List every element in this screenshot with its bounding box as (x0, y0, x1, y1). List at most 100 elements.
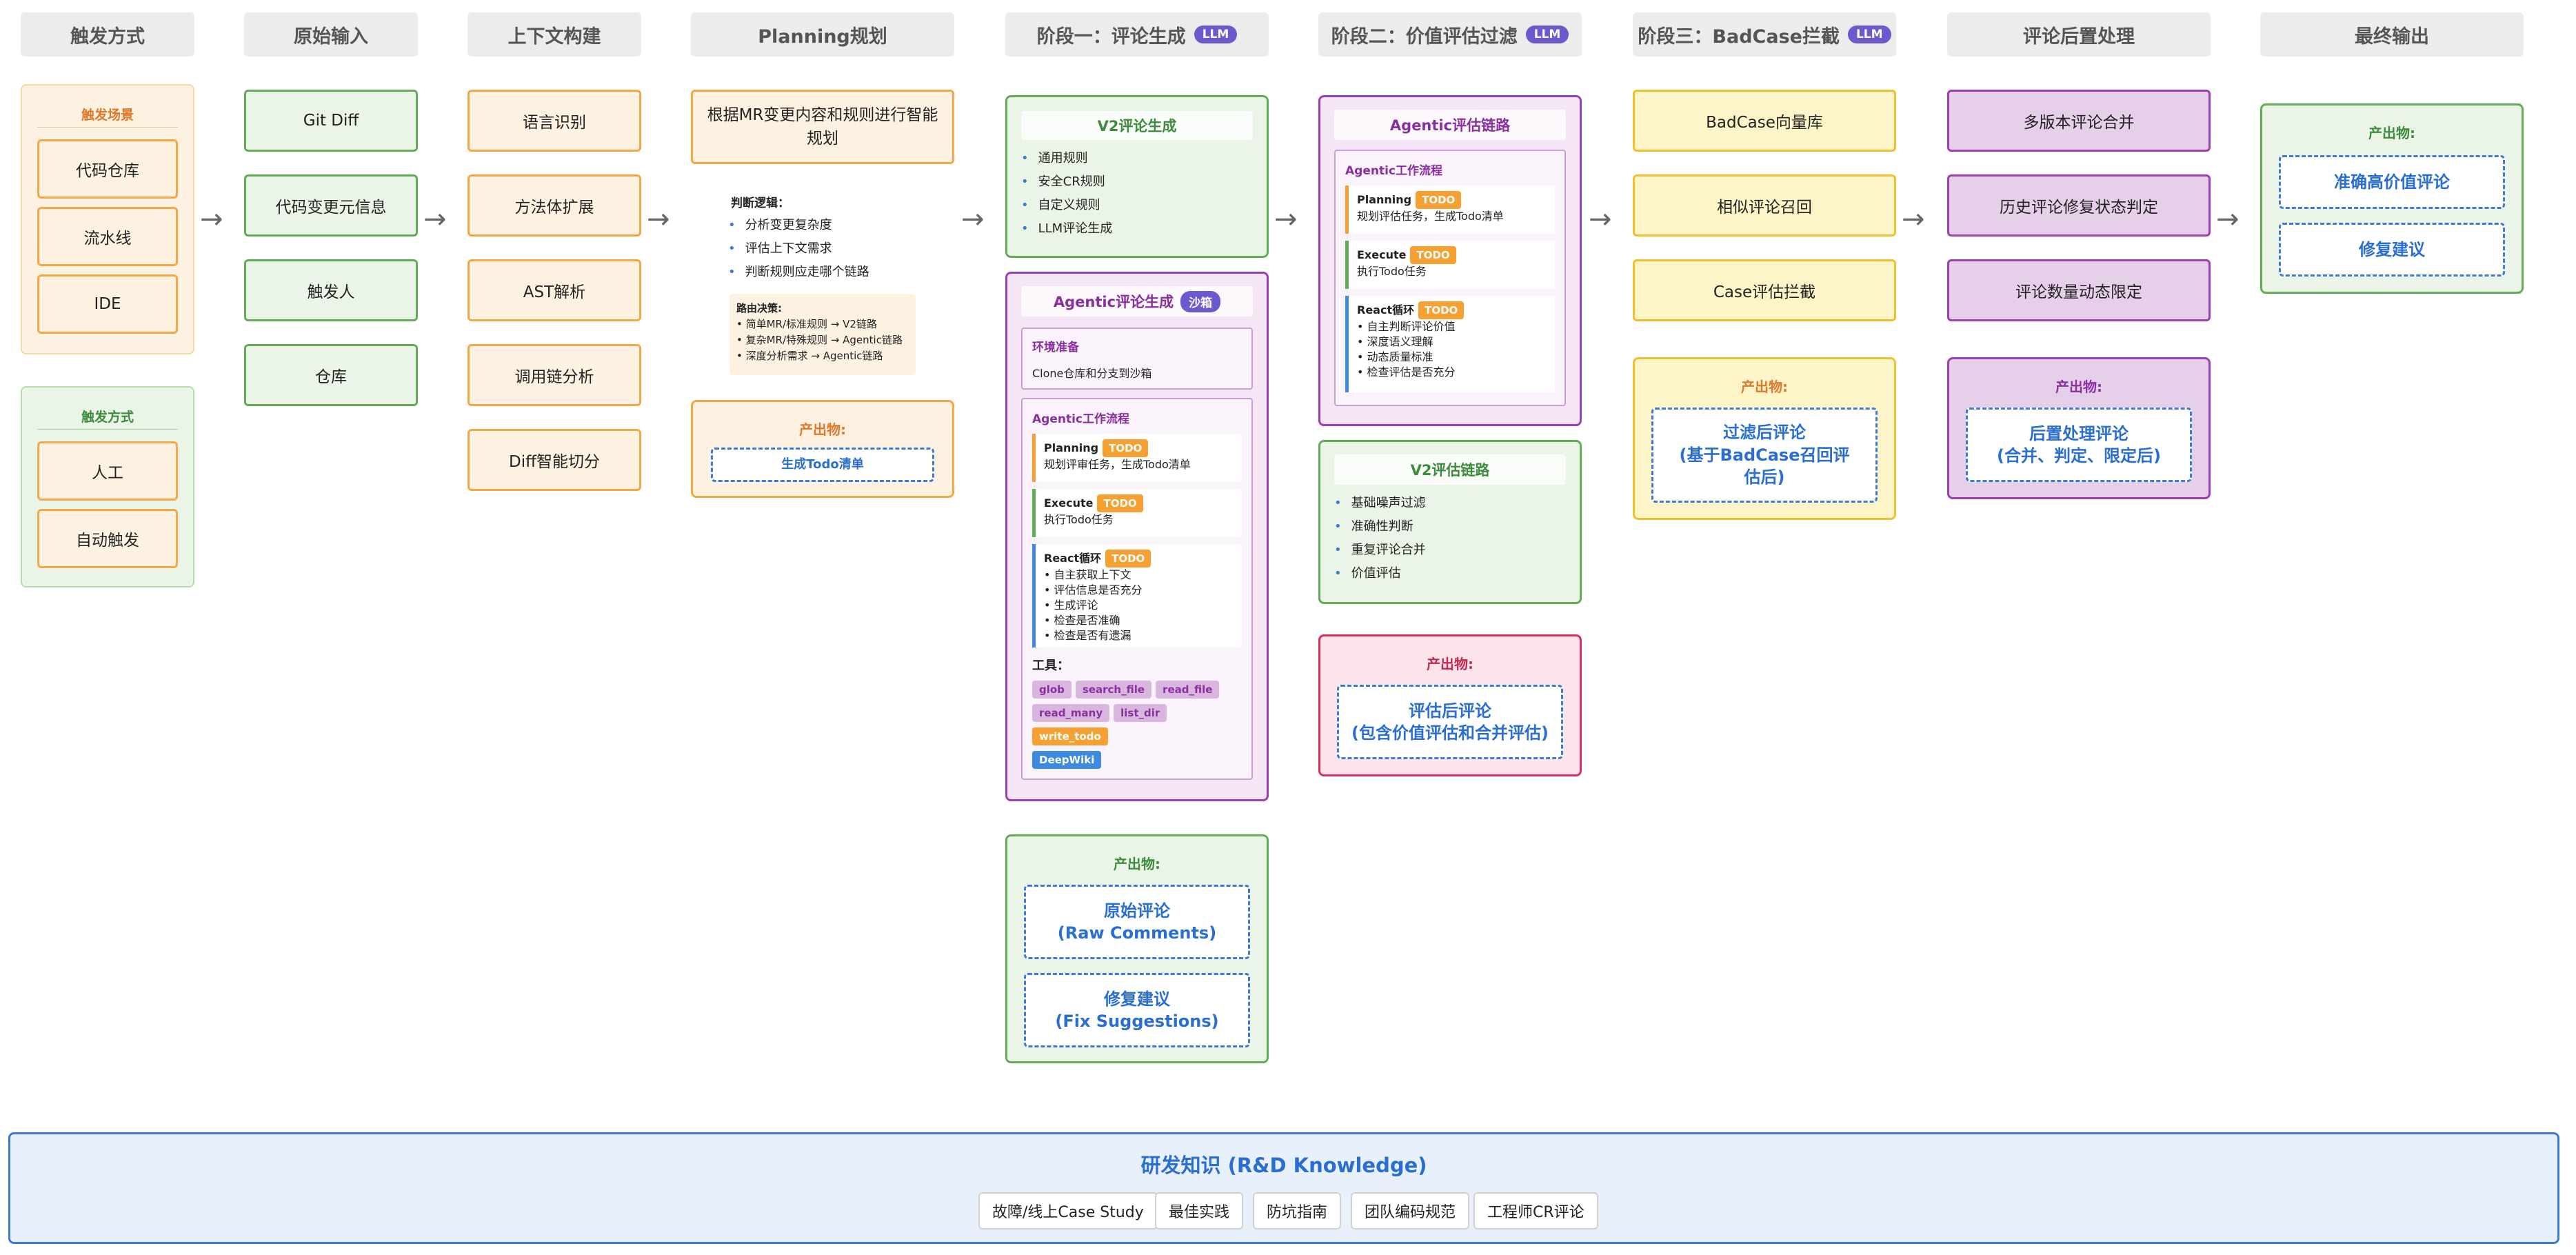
step-item: • 检查评估是否充分 (1357, 365, 1456, 379)
header-label: 原始输入 (294, 26, 368, 48)
route-title: 路由决策: (736, 302, 782, 314)
output-title: 产出物: (1427, 656, 1473, 672)
context-lang-detect: 语言识别 (467, 90, 641, 152)
output-evaluated-comments: 评估后评论 (包含价值评估和合并评估) (1337, 685, 1563, 759)
tool-chip: read_file (1156, 681, 1220, 699)
list-item: 价值评估 (1334, 562, 1426, 585)
output-raw-comments: 原始评论 (Raw Comments) (1024, 885, 1250, 959)
flow-arrow: → (1589, 203, 1612, 235)
input-repo: 仓库 (244, 344, 418, 406)
flow-arrow: → (1274, 203, 1298, 235)
step-item: • 评估信息是否充分 (1044, 583, 1143, 596)
step-item: • 深度语义理解 (1357, 335, 1433, 348)
v2-eval-list: 基础噪声过滤 准确性判断 重复评论合并 价值评估 (1334, 492, 1426, 585)
header-label: 最终输出 (2355, 26, 2429, 48)
list-item: 判断规则应走哪个链路 (728, 261, 869, 284)
knowledge-chip: 防坑指南 (1253, 1192, 1342, 1229)
output-high-value-comments: 准确高价值评论 (2279, 155, 2505, 209)
agentic-comment-panel: Agentic评论生成沙箱 环境准备 Clone仓库和分支到沙箱 Agentic… (1005, 272, 1269, 801)
rd-knowledge-panel: 研发知识 (R&D Knowledge) 故障/线上Case Study 最佳实… (8, 1132, 2559, 1244)
panel-title-text: Agentic评论生成 (1053, 294, 1174, 310)
env-desc: Clone仓库和分支到沙箱 (1032, 367, 1152, 380)
todo-tag: TODO (1410, 246, 1456, 264)
step-item: • 自主判断评论价值 (1357, 320, 1456, 333)
planning-route-box: 路由决策: • 简单MR/标准规则 → V2链路 • 复杂MR/特殊规则 → A… (729, 294, 916, 375)
list-item: 评估上下文需求 (728, 237, 869, 261)
step-label: Planning (1357, 193, 1412, 206)
knowledge-title: 研发知识 (R&D Knowledge) (1140, 1154, 1427, 1177)
badcase-vector-db: BadCase向量库 (1633, 90, 1896, 152)
trigger-mode-title: 触发方式 (81, 410, 134, 425)
knowledge-chip: 工程师CR评论 (1473, 1192, 1598, 1229)
list-item: 通用规则 (1021, 147, 1112, 170)
route-item: • 深度分析需求 → Agentic链路 (736, 350, 883, 362)
stage2-output-panel: 产出物: 评估后评论 (包含价值评估和合并评估) (1318, 634, 1582, 776)
flow-arrow: → (1902, 203, 1925, 235)
output-fix-suggestions: 修复建议 (2279, 223, 2505, 277)
header-label: Planning规划 (758, 26, 887, 48)
header-label: 阶段三：BadCase拦截 (1638, 26, 1840, 48)
step-label: React循环 (1044, 552, 1102, 565)
header-input: 原始输入 (244, 12, 418, 57)
knowledge-chip: 故障/线上Case Study (978, 1192, 1158, 1229)
step-desc: 规划评审任务，生成Todo清单 (1044, 458, 1191, 471)
scene-ide: IDE (37, 274, 178, 334)
sandbox-badge: 沙箱 (1180, 290, 1221, 312)
step-desc: 执行Todo任务 (1357, 265, 1427, 278)
v2-rule-list: 通用规则 安全CR规则 自定义规则 LLM评论生成 (1021, 147, 1113, 241)
todo-tag: TODO (1097, 494, 1143, 512)
flow-arrow: → (423, 203, 447, 235)
output-title: 产出物: (2368, 125, 2415, 141)
tool-chip: list_dir (1114, 704, 1167, 722)
input-trigger-person: 触发人 (244, 259, 418, 321)
header-label: 阶段二：价值评估过滤 (1331, 26, 1518, 48)
env-prep-box: 环境准备 Clone仓库和分支到沙箱 (1021, 328, 1253, 390)
divider (37, 127, 178, 128)
trigger-mode-panel: 触发方式 人工 自动触发 (21, 386, 194, 588)
flow-arrow: → (200, 203, 223, 235)
todo-tag: TODO (1105, 550, 1151, 568)
panel-title-text: V2评估链路 (1410, 462, 1490, 479)
step-label: Execute (1044, 496, 1094, 510)
similar-comment-recall: 相似评论召回 (1633, 174, 1896, 237)
route-item: • 简单MR/标准规则 → V2链路 (736, 318, 877, 330)
todo-tag: TODO (1416, 191, 1462, 209)
case-eval-intercept: Case评估拦截 (1633, 259, 1896, 321)
header-label: 触发方式 (70, 26, 145, 48)
todo-tag: TODO (1103, 439, 1149, 457)
context-callchain: 调用链分析 (467, 344, 641, 406)
header-label: 上下文构建 (507, 26, 601, 48)
output-todo-list: 生成Todo清单 (711, 448, 934, 482)
post-output-panel: 产出物: 后置处理评论 (合并、判定、限定后) (1947, 357, 2211, 499)
route-item: • 复杂MR/特殊规则 → Agentic链路 (736, 334, 903, 346)
planning-output-panel: 产出物: 生成Todo清单 (691, 400, 954, 498)
step-item: • 动态质量标准 (1357, 350, 1433, 363)
flow-title: Agentic工作流程 (1032, 412, 1129, 426)
output-filtered-comments: 过滤后评论 (基于BadCase召回评估后) (1651, 408, 1878, 503)
output-fix-suggestions: 修复建议 (Fix Suggestions) (1024, 973, 1250, 1047)
input-change-meta: 代码变更元信息 (244, 174, 418, 237)
llm-badge: LLM (1847, 26, 1891, 43)
step-label: Execute (1357, 248, 1407, 261)
v2-comment-panel: V2评论生成 通用规则 安全CR规则 自定义规则 LLM评论生成 (1005, 95, 1269, 258)
output-title: 产出物: (799, 421, 846, 438)
input-git-diff: Git Diff (244, 90, 418, 152)
header-label: 评论后置处理 (2023, 26, 2135, 48)
panel-title: Agentic评估链路 (1334, 110, 1566, 140)
output-title: 产出物: (2055, 379, 2102, 395)
history-fix-status: 历史评论修复状态判定 (1947, 174, 2211, 237)
step-item: • 检查是否有遗漏 (1044, 629, 1131, 642)
tools-title: 工具： (1032, 659, 1069, 673)
header-stage3: 阶段三：BadCase拦截 LLM (1633, 12, 1896, 57)
step-label: React循环 (1357, 303, 1415, 317)
multi-version-merge: 多版本评论合并 (1947, 90, 2211, 152)
tool-chip: write_todo (1032, 727, 1108, 745)
final-output-panel: 产出物: 准确高价值评论 修复建议 (2260, 103, 2524, 294)
planning-main: 根据MR变更内容和规则进行智能规划 (691, 90, 954, 164)
